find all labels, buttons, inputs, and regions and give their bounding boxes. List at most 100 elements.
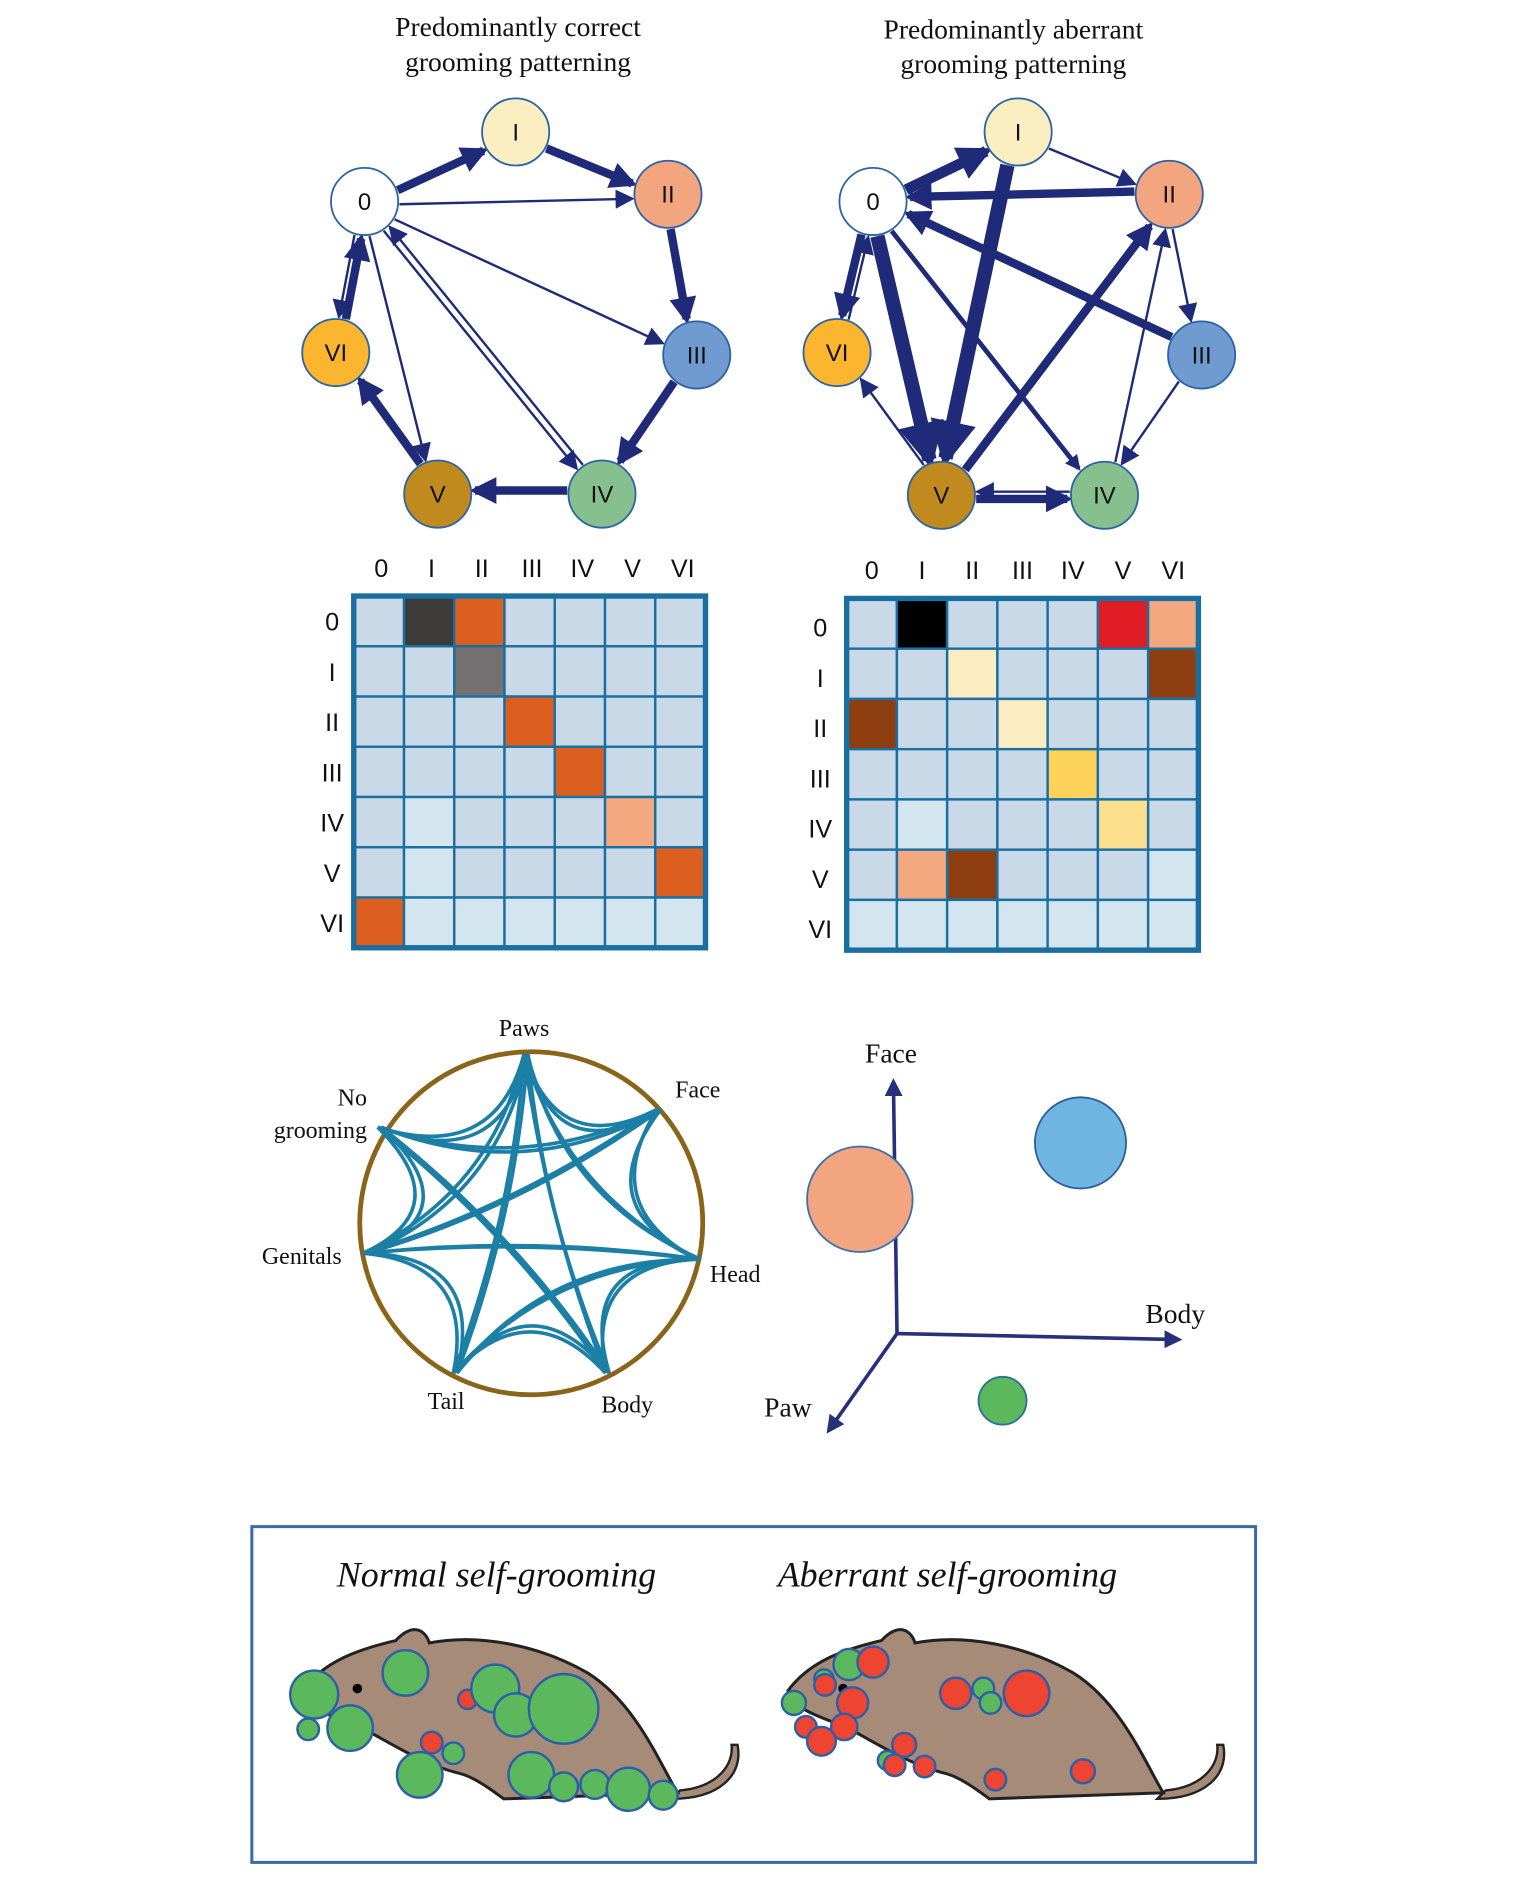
matrix-cell (553, 645, 607, 698)
chord-link-head-body (600, 1257, 697, 1374)
matrix-cell (654, 695, 707, 748)
matrix-cell (895, 647, 949, 701)
edge-III-to-IV (1120, 380, 1180, 466)
node-label: II (661, 182, 674, 209)
edge-0-to-I (903, 146, 993, 195)
node-label: I (512, 119, 519, 146)
node-label: VI (826, 340, 849, 367)
matrix-cell (996, 798, 1049, 851)
matrix-cell (845, 697, 899, 751)
edge-V-to-VI (859, 377, 925, 466)
chord-link-face-head (629, 1108, 702, 1261)
matrix-cell (453, 645, 506, 698)
edge-0-to-V (368, 235, 431, 463)
grooming-spot-green (381, 1648, 430, 1697)
chord-link-genitals-nogroom (366, 1125, 426, 1255)
edge-II-to-III (1171, 228, 1198, 324)
edge-VI-to-0 (847, 234, 874, 320)
edge-II-to-0 (904, 183, 1135, 210)
node-VI (802, 318, 872, 388)
matrix-cell (845, 848, 899, 902)
matrix-cell (352, 594, 406, 648)
grooming-spot-green (548, 1771, 580, 1803)
matrix-cell (453, 846, 506, 899)
matrix-cell (1146, 597, 1200, 650)
matrix-cell (352, 645, 406, 698)
matrix-cell (996, 848, 1049, 902)
matrix-row-label: II (325, 709, 339, 737)
matrix-cell (503, 846, 556, 899)
grooming-spot-green (605, 1766, 652, 1813)
chord-link-paws-tail (455, 1054, 530, 1374)
panel-frame (250, 1525, 1258, 1864)
mouse-normal (289, 1628, 740, 1813)
matrix-cell (503, 896, 556, 949)
matrix-cell (352, 795, 406, 849)
matrix-col-label: 0 (865, 557, 879, 585)
matrix-col-label: V (624, 555, 641, 583)
node-II (633, 159, 703, 229)
matrix-cell (453, 594, 506, 648)
node-label: II (1163, 182, 1176, 209)
axis-paw (826, 1332, 899, 1434)
matrix-col-label: II (475, 555, 489, 583)
behavior-space-plot: Face Body Paw (764, 1038, 1205, 1434)
matrix-cell (402, 594, 456, 648)
matrix-cell (895, 898, 949, 952)
axis-body (896, 1330, 1183, 1349)
chord-link-tail-genitals (366, 1251, 465, 1374)
matrix-cell (996, 647, 1049, 701)
matrix-cell (1046, 747, 1100, 801)
mouse-eye (352, 1683, 363, 1694)
matrix-cell (945, 898, 999, 952)
matrix-cell (895, 848, 949, 902)
matrix-cell (1146, 798, 1200, 851)
matrix-cell (1146, 898, 1200, 952)
matrix-cell (402, 645, 456, 698)
chord-link-face-nogroom (380, 1107, 662, 1154)
edge-V-to-VI (357, 376, 424, 467)
matrix-col-label: IV (1061, 557, 1085, 585)
matrix-row-label: VI (808, 916, 832, 944)
matrix-cell (996, 697, 1049, 751)
chord-link-paws-tail (451, 1054, 526, 1374)
chord-label-head: Head (710, 1262, 761, 1288)
node-I (983, 97, 1053, 167)
matrix-cell (453, 745, 506, 799)
matrix-row-label: I (817, 665, 824, 693)
chord-link-paws-genitals (362, 1053, 526, 1255)
matrix-row-label: III (810, 765, 831, 793)
matrix-cell (654, 745, 707, 799)
edge-III-to-0 (903, 210, 1174, 341)
normal-grooming-title: Normal self-grooming (336, 1555, 656, 1595)
matrix-row-label: 0 (325, 609, 339, 637)
matrix-cell (352, 896, 406, 949)
matrix-cell (503, 645, 556, 698)
matrix-cell (654, 645, 707, 698)
matrix-cell (845, 798, 899, 851)
matrix-cell (603, 896, 657, 949)
axis-label-body: Body (1145, 1298, 1205, 1329)
chord-link-face-genitals (366, 1107, 662, 1255)
grooming-spot-green (647, 1779, 679, 1811)
matrix-cell (1046, 798, 1100, 851)
matrix-cell (553, 795, 607, 849)
grooming-spot-green (978, 1690, 1003, 1715)
matrix-cell (945, 597, 999, 650)
grooming-spot-green (441, 1741, 466, 1766)
chord-link-head-genitals (366, 1243, 701, 1261)
matrix-cell (654, 594, 707, 648)
matrix-cell (553, 846, 607, 899)
matrix-cell (654, 896, 707, 949)
mouse-aberrant (780, 1628, 1226, 1801)
edge-0-to-VI (332, 234, 356, 320)
edge-0-to-IV (382, 230, 579, 471)
node-V (403, 459, 473, 529)
matrix-cell (603, 695, 657, 748)
matrix-cell (845, 597, 899, 650)
matrix-cell (654, 846, 707, 899)
matrix-row-label: IV (320, 810, 344, 838)
